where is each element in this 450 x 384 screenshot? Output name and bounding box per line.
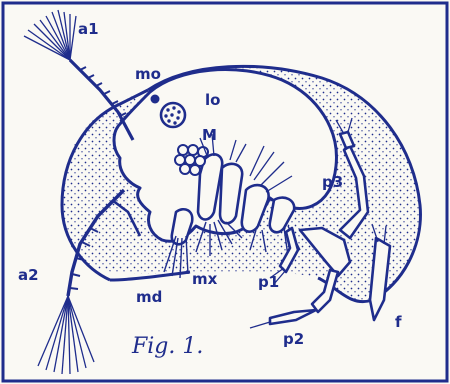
label-mo: mo (135, 67, 161, 82)
label-f: f (395, 315, 402, 330)
ocellus (151, 95, 160, 104)
label-md: md (136, 290, 162, 305)
label-lo: lo (205, 93, 220, 108)
label-p1: p1 (258, 275, 279, 290)
label-p3: p3 (322, 175, 343, 190)
label-a1: a1 (78, 22, 99, 37)
label-m: M (202, 128, 217, 143)
label-mx: mx (192, 272, 217, 287)
label-a2: a2 (18, 268, 39, 283)
label-p2: p2 (283, 332, 304, 347)
figure-caption: Fig. 1. (132, 336, 203, 358)
